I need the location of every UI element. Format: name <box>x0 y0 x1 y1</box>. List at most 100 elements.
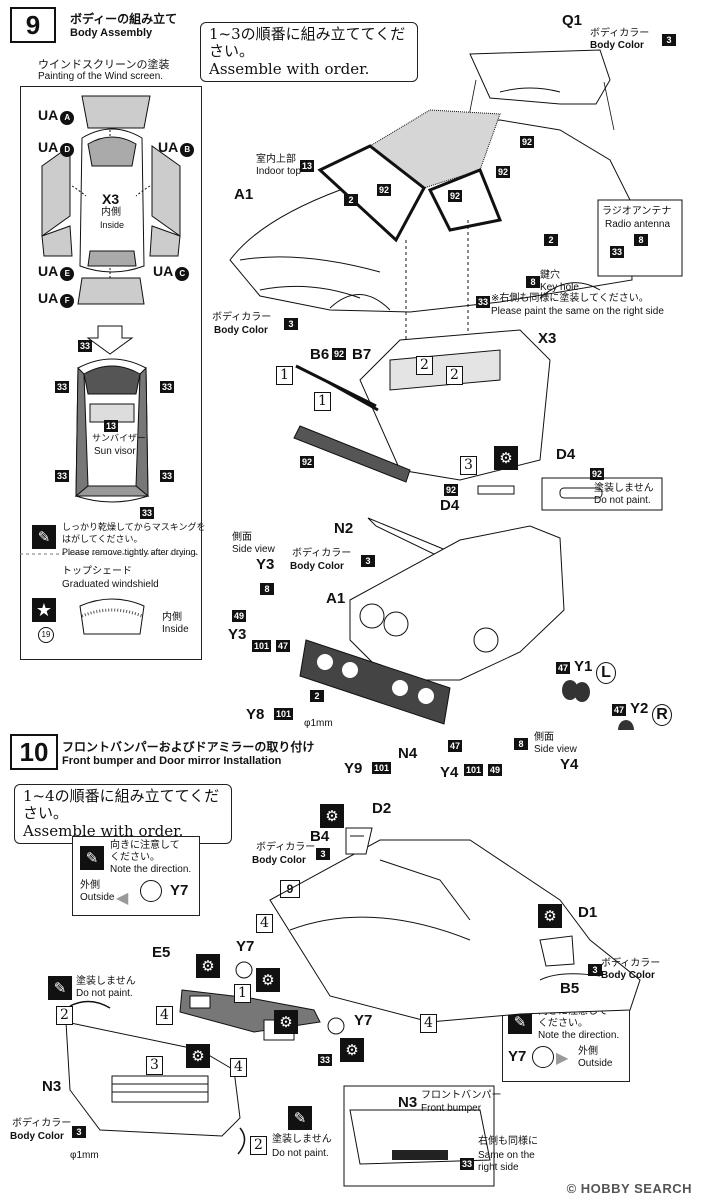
topshade-color-num: 19 <box>38 627 54 643</box>
dont-paint-left-en: Do not paint. <box>76 988 133 999</box>
glue-icon-1: ⚙ <box>256 968 280 992</box>
order10-step-2b: 2 <box>250 1136 267 1155</box>
sunvisor-color-tag: 13 <box>104 420 119 432</box>
x3-part-label: X3 <box>538 330 557 347</box>
topshade-en: Graduated windshield <box>62 579 159 590</box>
order-jp: 1~3の順番に組み立ててください。 <box>209 25 406 61</box>
left-arrow-icon: ◀ <box>116 888 129 907</box>
glue-icon-3: ⚙ <box>340 1038 364 1062</box>
order10-step-4d: 4 <box>420 1014 437 1033</box>
order10-step-2a: 2 <box>56 1006 73 1025</box>
y4-side-view-en: Side view <box>534 744 577 755</box>
b5-body-color-en: Body Color <box>601 970 655 981</box>
remove-note-en: Please remove tightly after drying. <box>62 547 199 557</box>
indoor-top-jp: 室内上部 <box>256 154 296 165</box>
dir-right-outside-en: Outside <box>578 1058 613 1069</box>
y4-side-view-jp: 側面 <box>534 732 554 743</box>
grille-num-2: 2 <box>310 690 324 702</box>
right-side-num: 33 <box>476 296 491 308</box>
y1-label: Y1 <box>574 658 593 675</box>
body-9-label: 9 <box>280 880 300 898</box>
topshade-inside-en: Inside <box>162 624 189 635</box>
phi-step10: φ1mm <box>70 1150 99 1161</box>
watermark: © HOBBY SEARCH <box>566 1181 692 1196</box>
y4-num-8: 8 <box>514 738 528 750</box>
r-label: R <box>652 704 672 726</box>
a1-label-lower: A1 <box>326 590 346 607</box>
y7-label-right: Y7 <box>354 1012 373 1029</box>
antenna-num-8: 8 <box>634 234 648 246</box>
d4-dont-paint-en: Do not paint. <box>594 495 651 506</box>
indoor-top-en: Indoor top <box>256 166 302 177</box>
a1-color-num: 3 <box>284 318 298 330</box>
y9-label: Y9 <box>344 760 363 777</box>
windscreen-diagram <box>20 95 200 635</box>
bracket-num-33: 33 <box>318 1054 333 1066</box>
cowl-num-92: 92 <box>300 456 315 468</box>
d4-label-large: D4 <box>556 446 576 463</box>
n3-label: N3 <box>42 1078 62 1095</box>
y4-num-101: 101 <box>464 764 484 776</box>
b4-body-color-en: Body Color <box>252 855 306 866</box>
step-9-order-note: 1~3の順番に組み立ててください。 Assemble with order. <box>200 22 418 82</box>
y4-label: Y4 <box>440 764 459 781</box>
d2-label: D2 <box>372 800 392 817</box>
sunvisor-jp: サンバイザー <box>92 434 147 444</box>
n3-color-num: 3 <box>72 1126 86 1138</box>
d4-small-num-92: 92 <box>444 484 459 496</box>
order-step-2b: 2 <box>446 366 463 385</box>
order10-step-4a: 4 <box>256 914 273 933</box>
q1-label: Q1 <box>562 12 583 29</box>
side-view-jp: 側面 <box>232 532 252 543</box>
topshade-jp: トップシェード <box>62 566 132 577</box>
inset-n3-label: N3 <box>398 1094 418 1111</box>
order-step-3: 3 <box>460 456 477 475</box>
y4-label-box: Y4 <box>560 756 579 773</box>
glue-icon-2: ⚙ <box>186 1044 210 1068</box>
b4-color-num: 3 <box>316 848 330 860</box>
tag-92-d: 92 <box>520 136 535 148</box>
y3-label: Y3 <box>228 626 247 643</box>
front-bumper-en: Front bumper <box>421 1103 482 1114</box>
side-view-en: Side view <box>232 544 275 555</box>
keyhole-num: 8 <box>526 276 540 288</box>
n2-label: N2 <box>334 520 354 537</box>
y7-ring-left <box>140 880 162 902</box>
dir-right-jp2: ください。 <box>538 1018 588 1029</box>
color-33-tag-1: 33 <box>78 340 93 352</box>
y3-num-8: 8 <box>260 583 274 595</box>
right-arrow-icon: ▶ <box>556 1048 569 1067</box>
glue-icon-e5: ⚙ <box>196 954 220 978</box>
color-33-tag-2: 33 <box>55 381 70 393</box>
right-side-jp: ※右側も同様に塗装してください。 <box>491 293 649 304</box>
n3-body-color-en: Body Color <box>10 1131 64 1142</box>
dir-left-outside-en: Outside <box>80 892 115 903</box>
dont-paint-left-jp: 塗装しません <box>76 976 136 987</box>
y7-label-top: Y7 <box>236 938 255 955</box>
color-33-tag-5: 33 <box>160 470 175 482</box>
step-9-title-en: Body Assembly <box>70 27 153 39</box>
x3-label: X3 <box>102 191 120 207</box>
glue-icon-4: ⚙ <box>274 1010 298 1034</box>
y8-label: Y8 <box>246 706 265 723</box>
front-bumper-jp: フロントバンパー <box>421 1090 502 1101</box>
b5-label: B5 <box>560 980 580 997</box>
a1-label-top: A1 <box>234 186 254 203</box>
y3-num-49: 49 <box>232 610 247 622</box>
y4-num-47: 47 <box>448 740 463 752</box>
order-step-1a: 1 <box>276 366 293 385</box>
y8-num-101: 101 <box>274 708 294 720</box>
topshade-inside-jp: 内側 <box>162 612 182 623</box>
antenna-en: Radio antenna <box>605 219 671 230</box>
step-9-title-jp: ボディーの組み立て <box>70 12 178 26</box>
tag-2-a: 2 <box>344 194 358 206</box>
color-33-tag-4: 33 <box>55 470 70 482</box>
order10-step-3: 3 <box>146 1056 163 1075</box>
tag-92-c: 92 <box>496 166 511 178</box>
n2-body-color-jp: ボディカラー <box>292 548 352 559</box>
b6-label: B6 <box>310 346 330 363</box>
order10-step-1: 1 <box>234 984 251 1003</box>
step-10-title-jp: フロントバンパーおよびドアミラーの取り付け <box>62 740 315 754</box>
